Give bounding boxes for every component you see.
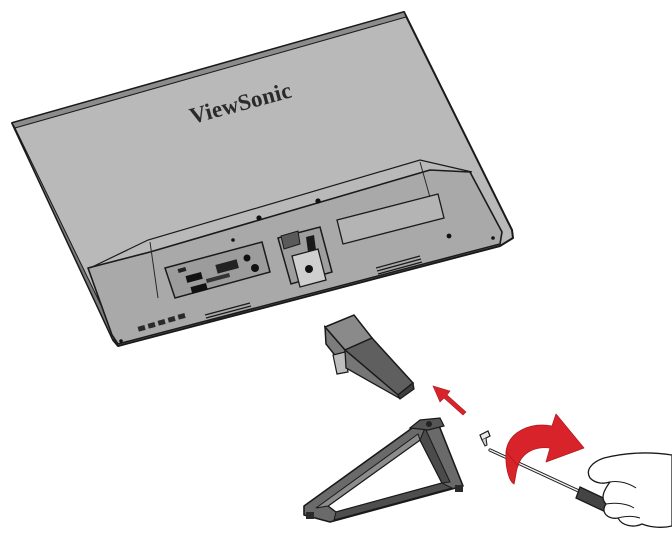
stand-base bbox=[304, 418, 463, 522]
base-foot bbox=[455, 485, 463, 492]
base-screw-hole bbox=[426, 421, 432, 427]
edge-screw bbox=[119, 339, 123, 343]
base-foot bbox=[306, 512, 314, 519]
mount-hole bbox=[315, 198, 320, 203]
power-port bbox=[251, 264, 259, 272]
kensington-lock-slot bbox=[447, 234, 452, 239]
stand-neck bbox=[325, 315, 414, 399]
arrow-up-left-icon bbox=[433, 386, 466, 415]
mount-hole bbox=[231, 238, 235, 242]
curved-clockwise-arrow-icon bbox=[506, 414, 584, 484]
audio-port bbox=[244, 255, 251, 262]
screw-icon bbox=[480, 431, 490, 446]
edge-screw bbox=[491, 236, 495, 240]
mount-hole bbox=[256, 215, 261, 220]
monitor-rear: ViewSonic bbox=[12, 12, 513, 346]
